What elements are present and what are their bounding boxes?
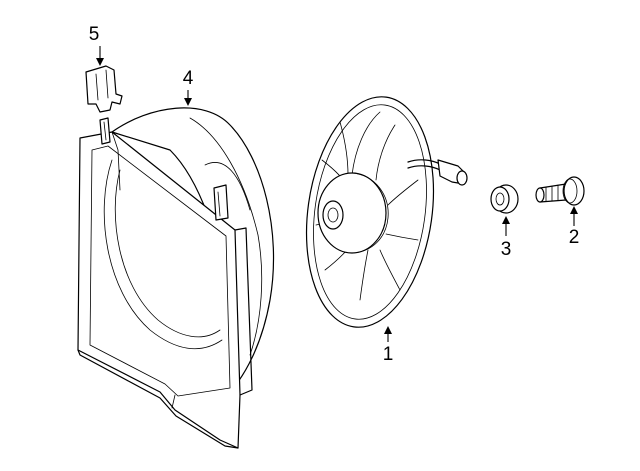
clip-part <box>85 65 123 113</box>
callout-1: 1 <box>383 326 394 365</box>
washer-part <box>490 184 519 214</box>
callout-number: 4 <box>183 68 194 89</box>
callout-number: 3 <box>501 239 512 260</box>
shroud-part <box>77 107 275 449</box>
callout-number: 1 <box>383 344 394 365</box>
callout-number: 5 <box>89 24 100 45</box>
fan-part <box>305 96 468 328</box>
callout-5: 5 <box>89 24 104 66</box>
callout-2: 2 <box>569 206 580 248</box>
bolt-part <box>535 176 585 206</box>
callout-3: 3 <box>501 216 512 260</box>
callout-4: 4 <box>183 68 194 106</box>
callout-number: 2 <box>569 227 580 248</box>
